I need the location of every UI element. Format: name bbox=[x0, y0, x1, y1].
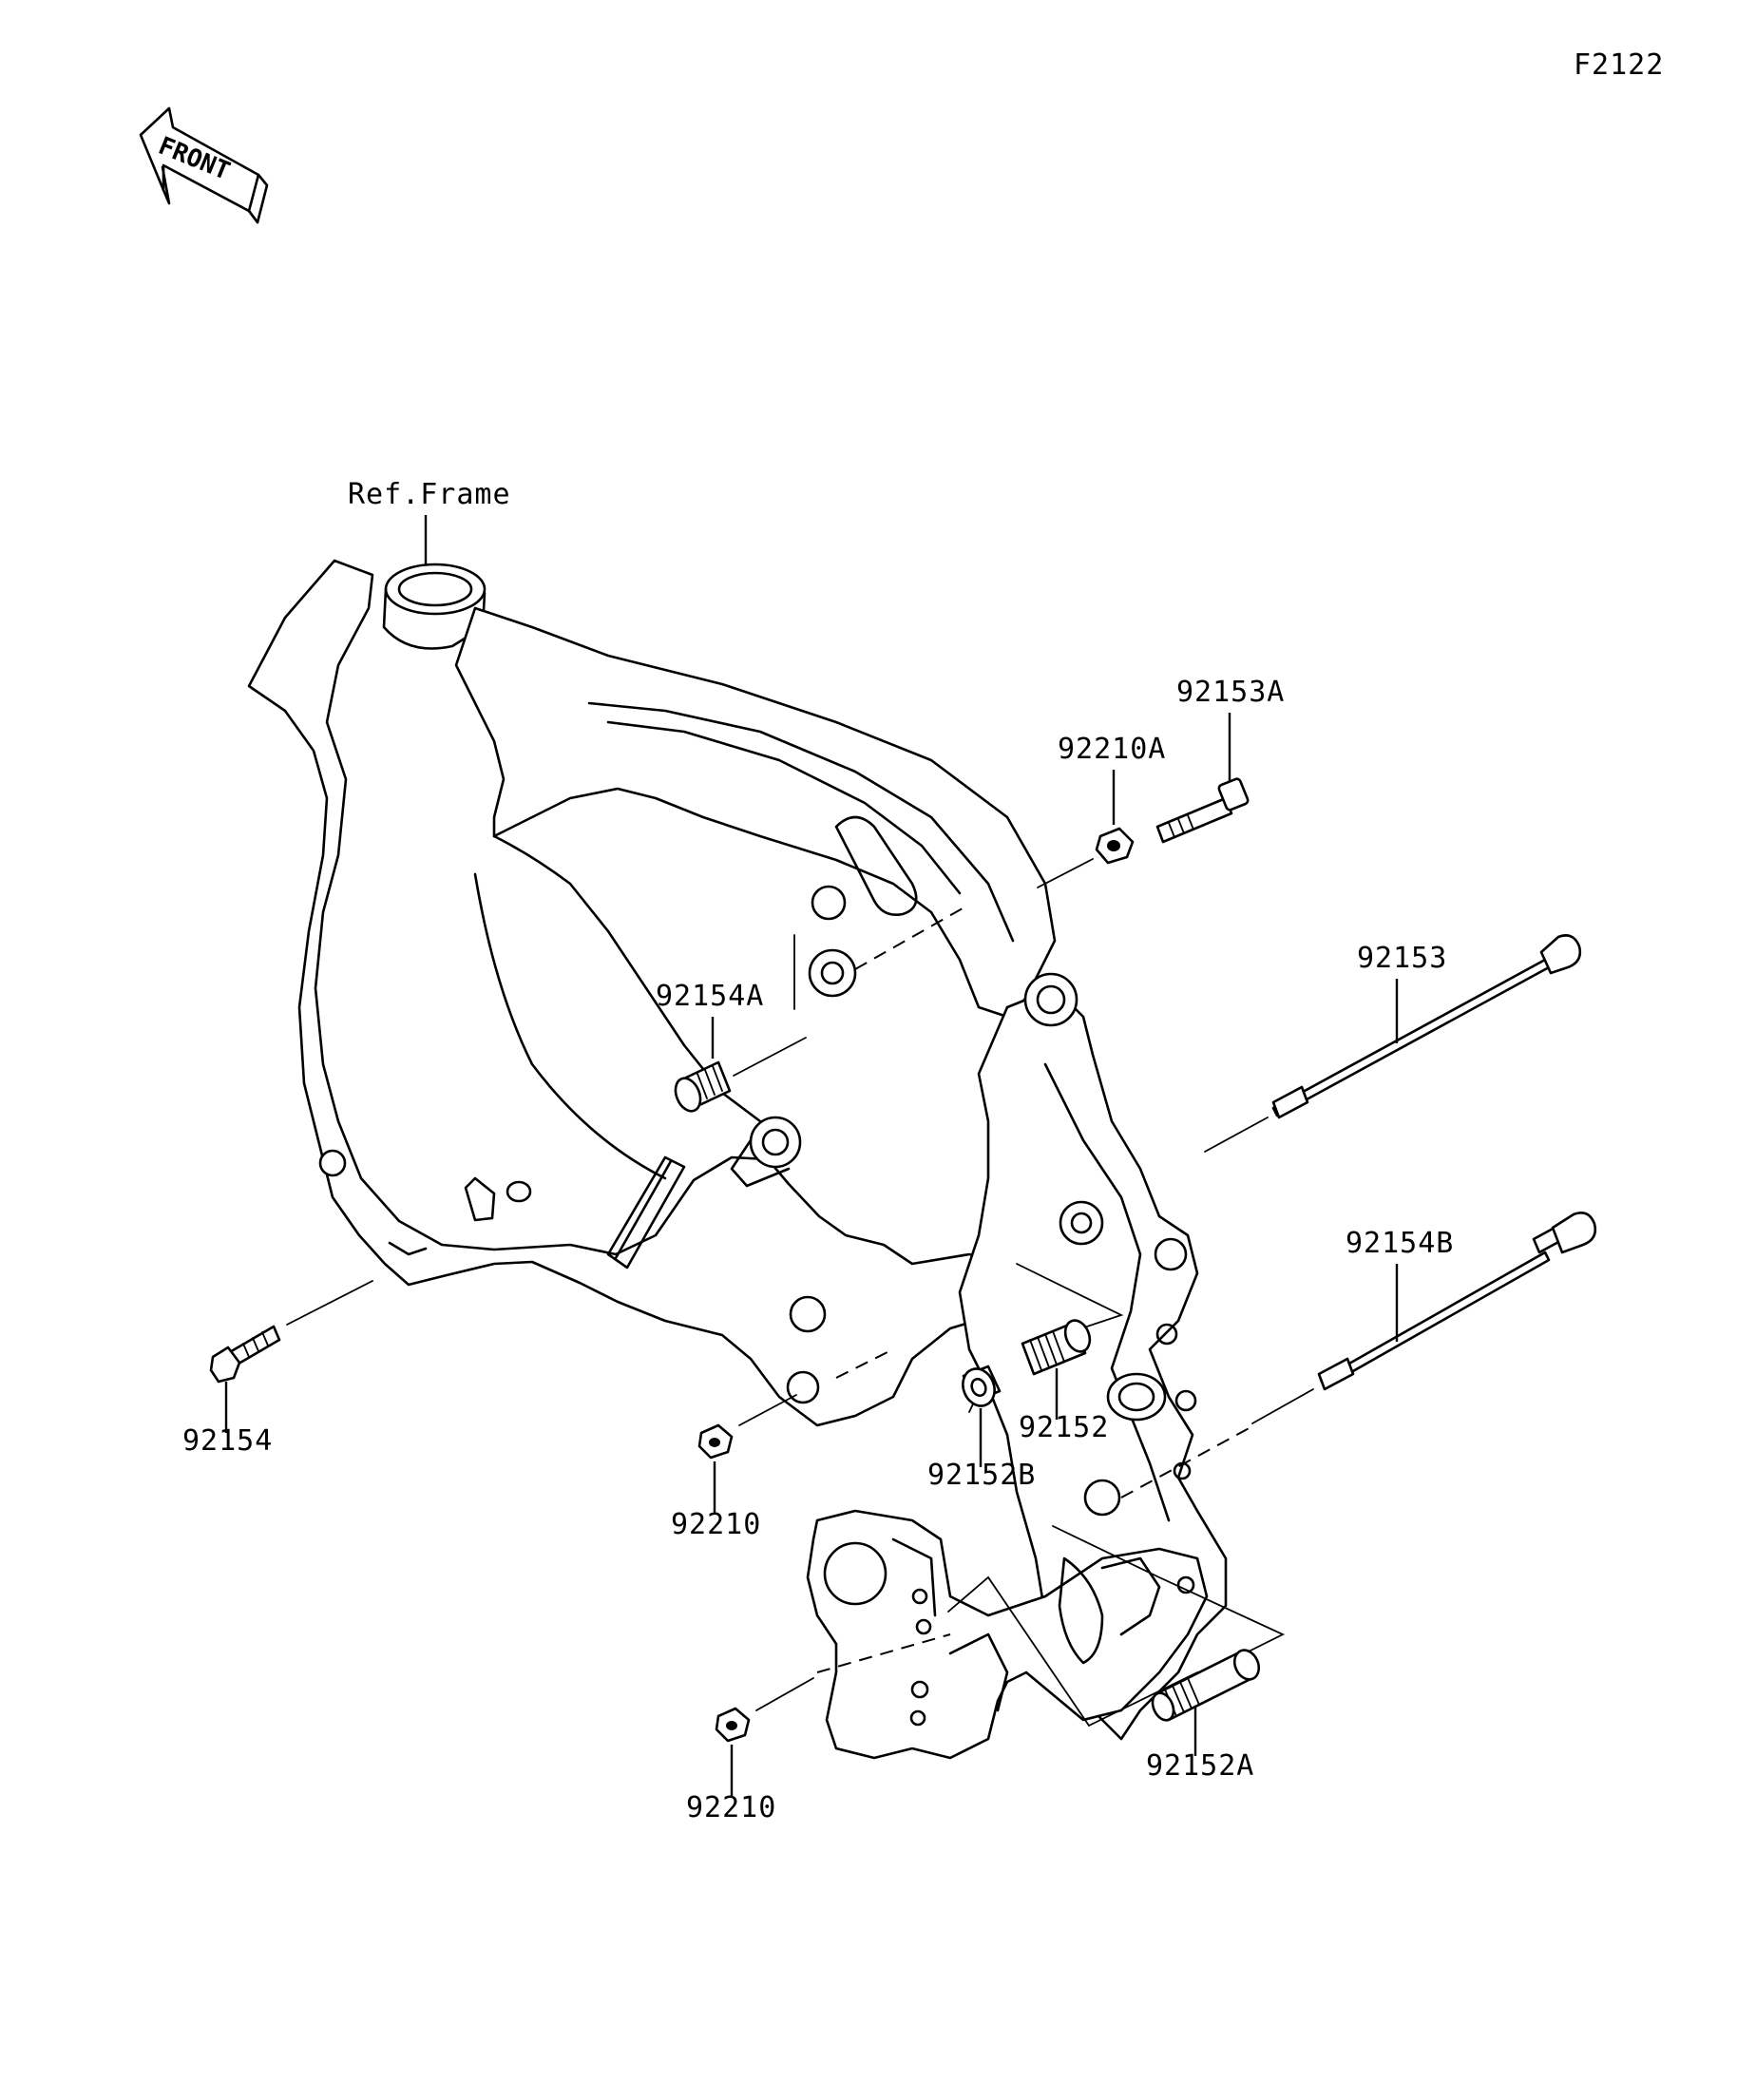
assembly-line bbox=[738, 1394, 797, 1426]
bolt-92154-icon bbox=[209, 1325, 281, 1384]
label-92153[interactable]: 92153 bbox=[1357, 942, 1447, 975]
front-direction-arrow-icon: FRONT bbox=[139, 106, 269, 224]
hidden-axis bbox=[816, 1633, 951, 1673]
alignment-guide bbox=[947, 1575, 1090, 1727]
bolt-92154b-icon bbox=[1317, 1212, 1597, 1391]
label-92153a[interactable]: 92153A bbox=[1176, 676, 1285, 709]
label-92152a[interactable]: 92152A bbox=[1146, 1749, 1254, 1783]
nut-92210-lower-icon bbox=[715, 1707, 751, 1743]
label-92210-upper[interactable]: 92210 bbox=[671, 1508, 761, 1541]
spacer-92152a-icon bbox=[1151, 1649, 1261, 1722]
nut-92210a-icon bbox=[1095, 827, 1135, 865]
assembly-line bbox=[755, 1677, 814, 1711]
bolt-92153a-icon bbox=[1155, 777, 1250, 844]
collar-92152b-icon bbox=[962, 1365, 1002, 1407]
label-92210a[interactable]: 92210A bbox=[1058, 733, 1166, 766]
nut-92210-upper-icon bbox=[697, 1423, 734, 1460]
ref-frame-label: Ref.Frame bbox=[348, 478, 511, 511]
motorcycle-frame bbox=[247, 559, 1286, 1760]
spacer-92152-icon bbox=[1021, 1319, 1092, 1376]
figure-code: F2122 bbox=[1574, 48, 1664, 82]
assembly-line bbox=[1204, 1117, 1269, 1153]
hidden-axis bbox=[835, 1348, 894, 1379]
label-92152[interactable]: 92152 bbox=[1019, 1411, 1109, 1444]
label-92154a[interactable]: 92154A bbox=[656, 980, 764, 1013]
assembly-line bbox=[286, 1280, 373, 1326]
assembly-line bbox=[1037, 858, 1094, 888]
alignment-guide bbox=[1052, 1525, 1286, 1664]
assembly-line bbox=[1251, 1388, 1314, 1424]
spacer-92154a-icon bbox=[674, 1060, 732, 1113]
label-92154b[interactable]: 92154B bbox=[1346, 1227, 1454, 1260]
bolt-92153-icon bbox=[1271, 934, 1582, 1119]
assembly-line bbox=[733, 1037, 807, 1077]
label-92154[interactable]: 92154 bbox=[182, 1424, 273, 1458]
hidden-axis bbox=[1120, 1424, 1255, 1499]
